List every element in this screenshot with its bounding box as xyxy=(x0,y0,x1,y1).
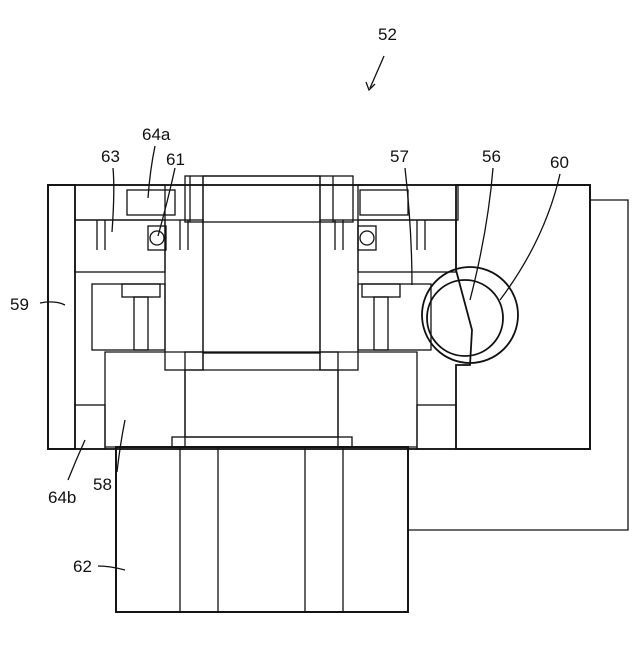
rolling-element-61 xyxy=(148,226,376,250)
label-59: 59 xyxy=(10,295,29,314)
label-60: 60 xyxy=(550,153,569,172)
label-61: 61 xyxy=(166,150,185,169)
body-58 xyxy=(105,352,417,447)
label-57: 57 xyxy=(390,147,409,166)
label-64b: 64b xyxy=(48,488,76,507)
label-58: 58 xyxy=(93,475,112,494)
figure-reference-label: 52 xyxy=(378,25,397,44)
inner-sleeve xyxy=(165,220,358,370)
part-62 xyxy=(116,447,408,612)
shaft-56 xyxy=(422,267,518,363)
label-56: 56 xyxy=(482,147,501,166)
label-63: 63 xyxy=(101,147,120,166)
housing-59 xyxy=(48,185,590,449)
seal-64b xyxy=(75,405,456,449)
bearing-ring-63 xyxy=(75,220,456,272)
label-64a: 64a xyxy=(142,125,171,144)
top-hub xyxy=(175,176,363,222)
reference-arrow xyxy=(366,56,384,90)
label-62: 62 xyxy=(73,557,92,576)
center-cavity xyxy=(203,176,320,353)
connection-line xyxy=(408,200,628,530)
gear-member-57 xyxy=(92,284,431,350)
leader-lines xyxy=(40,146,560,570)
